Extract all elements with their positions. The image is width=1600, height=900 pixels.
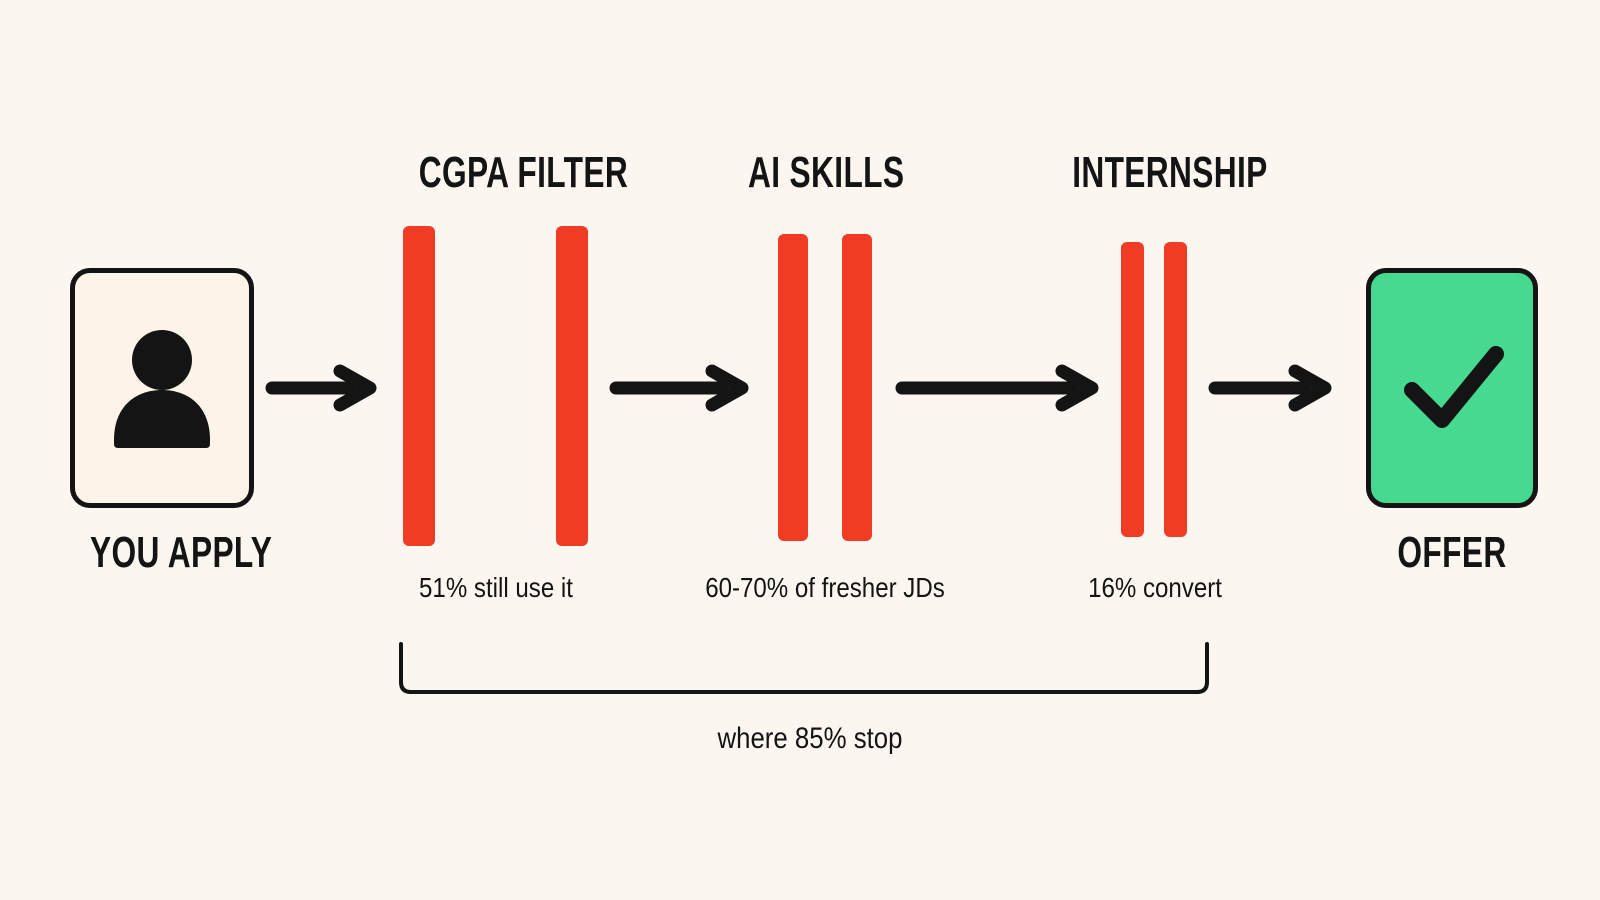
gate-bar-ai-left: [778, 234, 808, 541]
arrow-icon: [609, 364, 749, 412]
gate-note-internship: 16% convert: [1088, 572, 1222, 603]
start-label: YOU APPLY: [90, 528, 273, 577]
gate-note-ai: 60-70% of fresher JDs: [705, 572, 945, 603]
arrow-icon: [1208, 364, 1332, 412]
gate-bar-cgpa-left: [403, 226, 435, 546]
bracket-note: where 85% stop: [717, 722, 903, 755]
checkmark-icon: [1404, 346, 1504, 428]
gate-title-internship: INTERNSHIP: [1072, 148, 1268, 197]
applicant-card: [70, 268, 254, 508]
gate-bar-internship-left: [1121, 242, 1144, 537]
gate-bar-cgpa-right: [556, 226, 588, 546]
gate-title-cgpa: CGPA FILTER: [418, 148, 629, 197]
end-label: OFFER: [1397, 528, 1507, 577]
person-icon: [114, 330, 210, 448]
bracket: [399, 642, 1209, 694]
gate-bar-ai-right: [842, 234, 872, 541]
offer-card: [1366, 268, 1538, 508]
gate-note-cgpa: 51% still use it: [419, 572, 573, 603]
arrow-icon: [265, 364, 377, 412]
gate-bar-internship-right: [1164, 242, 1187, 537]
arrow-icon: [895, 364, 1099, 412]
gate-title-ai: AI SKILLS: [748, 148, 905, 197]
